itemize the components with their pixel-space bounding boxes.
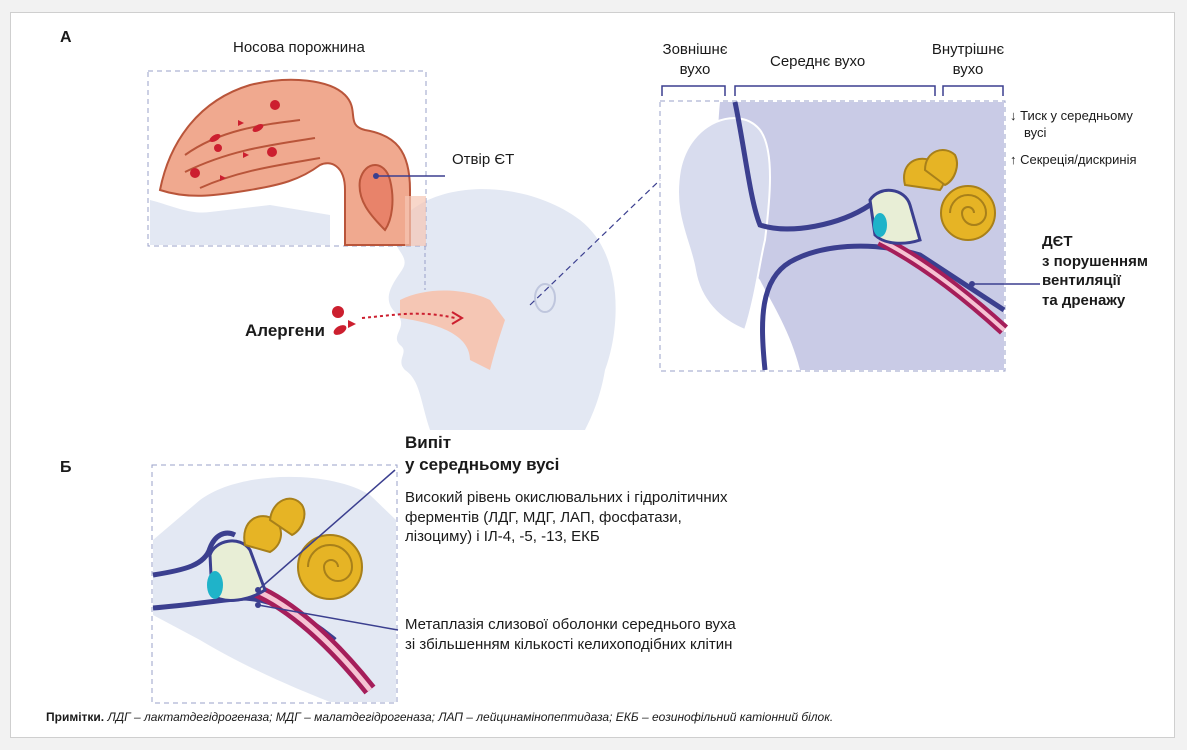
label-secretion: ↑ Секреція/дискринія (1010, 152, 1137, 167)
panel-letter-a: А (60, 29, 72, 46)
cochlea-a (903, 149, 996, 241)
ear-marker (534, 283, 556, 313)
label-allergens: Алергени (245, 321, 325, 340)
bracket-middle (734, 85, 936, 96)
label-nasal-cavity: Носова порожнина (233, 39, 365, 56)
label-middle-ear: Середнє вухо (770, 53, 866, 70)
middle-ear-cavity-b (208, 539, 267, 602)
ear-box (659, 100, 1006, 372)
arrow-up-icon: ↑ (1010, 152, 1017, 167)
arrow-down-icon: ↓ (1010, 108, 1017, 123)
nasal-box (147, 70, 427, 247)
head-silhouette (388, 189, 616, 430)
ear-canal (732, 101, 887, 232)
nasal-passage (400, 290, 505, 370)
label-metaplasia: Метаплазія слизової оболонки середнього … (405, 616, 736, 653)
label-effusion-desc: Високий рівень окислювальних і гідроліти… (405, 489, 728, 545)
bracket-outer (661, 85, 726, 96)
label-det: ДЄТ з порушенням вентиляції та дренажу (1042, 233, 1148, 309)
nasal-turbinates (158, 78, 411, 246)
panel-b-box (151, 464, 398, 704)
et-opening-shape (358, 164, 394, 232)
bracket-inner (942, 85, 1004, 96)
panel-letter-b: Б (60, 459, 72, 476)
label-et-opening: Отвір ЄТ (452, 151, 515, 168)
footnote: Примітки. ЛДГ – лактатдегідрогеназа; МДГ… (46, 710, 834, 724)
allergen-cluster (332, 306, 356, 335)
label-pressure: ↓ Тиск у середньому вусі (1010, 108, 1133, 140)
